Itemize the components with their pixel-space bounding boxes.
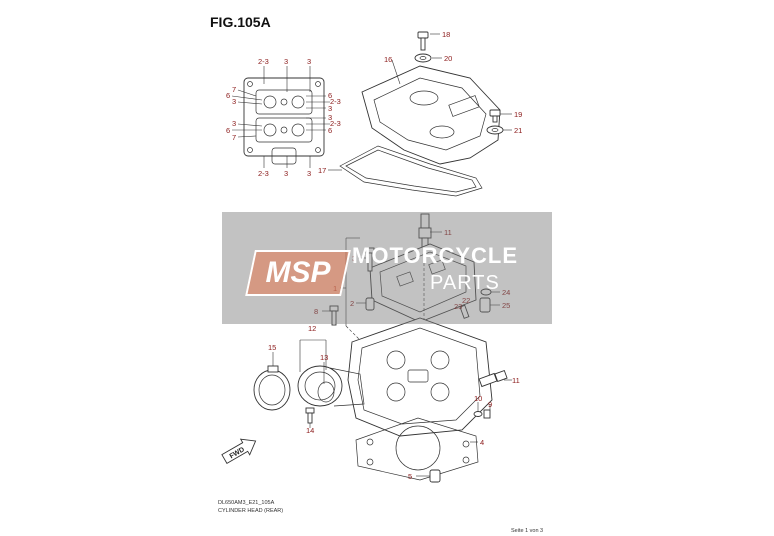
callout-22: 22 — [462, 296, 470, 305]
cover-bolt-19 — [489, 109, 501, 123]
fwd-arrow-icon: FWD — [221, 438, 257, 464]
inset-label-right-2: 2-3 — [330, 97, 341, 106]
figure-caption: CYLINDER HEAD (REAR) — [218, 508, 284, 514]
bolt-3 — [365, 247, 375, 272]
callout-10: 10 — [474, 394, 482, 403]
inset-label-left-2: 6 — [226, 91, 230, 100]
callout-23: 23 — [454, 302, 462, 311]
head-gasket-4 — [355, 417, 479, 481]
callout-12: 12 — [308, 324, 316, 333]
callout-8: 8 — [314, 307, 318, 316]
model-code: DL650AM3_E21_105A — [218, 500, 275, 506]
inset-label-left-5: 6 — [226, 126, 230, 135]
inset-label-bottom-2: 3 — [284, 169, 288, 178]
callout-18: 18 — [442, 30, 450, 39]
callout-21: 21 — [514, 126, 522, 135]
inset-label-right-3: 3 — [328, 104, 332, 113]
figure-title: FIG.105A — [210, 14, 271, 30]
callout-25: 25 — [502, 301, 510, 310]
spark-plug-upper — [418, 213, 432, 249]
watermark-line-1: MOTORCYCLE — [352, 243, 519, 268]
callout-9: 9 — [488, 400, 492, 409]
watermark-line-2: PARTS — [430, 272, 500, 294]
head-cover — [361, 65, 501, 165]
inset-label-left-1: 7 — [232, 85, 236, 94]
inset-label-bottom-1: 2-3 — [258, 169, 269, 178]
seal-washer-21 — [486, 125, 504, 135]
callout-11-lower: 11 — [512, 376, 520, 385]
inset-label-right-5: 2-3 — [330, 119, 341, 128]
callout-16: 16 — [384, 55, 392, 64]
dowel-pin-2 — [365, 297, 375, 311]
inset-label-bottom-3: 3 — [307, 169, 311, 178]
watermark-logo: MSP — [245, 250, 351, 296]
o-ring-13 — [317, 381, 335, 403]
callout-19: 19 — [514, 110, 522, 119]
seal-washer-20 — [414, 53, 432, 63]
cover-gasket — [339, 145, 483, 197]
inset-label-left-6: 7 — [232, 133, 236, 142]
inset-label-right-4: 3 — [328, 113, 332, 122]
callout-3: 3 — [352, 254, 356, 263]
callout-15: 15 — [268, 343, 276, 352]
fwd-label: FWD — [229, 446, 246, 460]
callout-2: 2 — [350, 299, 354, 308]
gasket-22-23 — [459, 304, 470, 319]
dowel-pin-5 — [429, 469, 441, 483]
inset-label-top-1: 2-3 — [258, 57, 269, 66]
callout-20: 20 — [444, 54, 452, 63]
washer-10 — [473, 411, 483, 417]
inset-label-left-3: 3 — [232, 97, 236, 106]
callout-13: 13 — [320, 353, 328, 362]
inset-label-top-3: 3 — [307, 57, 311, 66]
inset-label-left-4: 3 — [232, 119, 236, 128]
callout-17: 17 — [318, 166, 326, 175]
cylinder-head — [347, 317, 493, 437]
clamp-15 — [253, 365, 291, 411]
callout-5: 5 — [408, 472, 412, 481]
callout-14: 14 — [306, 426, 314, 435]
inset-label-top-2: 3 — [284, 57, 288, 66]
inset-head-top-view — [231, 66, 330, 168]
page-indicator: Seite 1 von 3 — [511, 528, 544, 534]
callout-4: 4 — [480, 438, 484, 447]
cover-bolt-18 — [417, 31, 429, 51]
callout-24: 24 — [502, 288, 510, 297]
bolt-9 — [483, 409, 491, 419]
inset-label-right-6: 6 — [328, 126, 332, 135]
stud-bolt-8 — [329, 305, 339, 326]
spark-plug-lower — [478, 369, 508, 388]
inset-label-right-1: 6 — [328, 91, 332, 100]
callout-11-upper: 11 — [444, 228, 452, 237]
bolt-14 — [305, 407, 315, 424]
